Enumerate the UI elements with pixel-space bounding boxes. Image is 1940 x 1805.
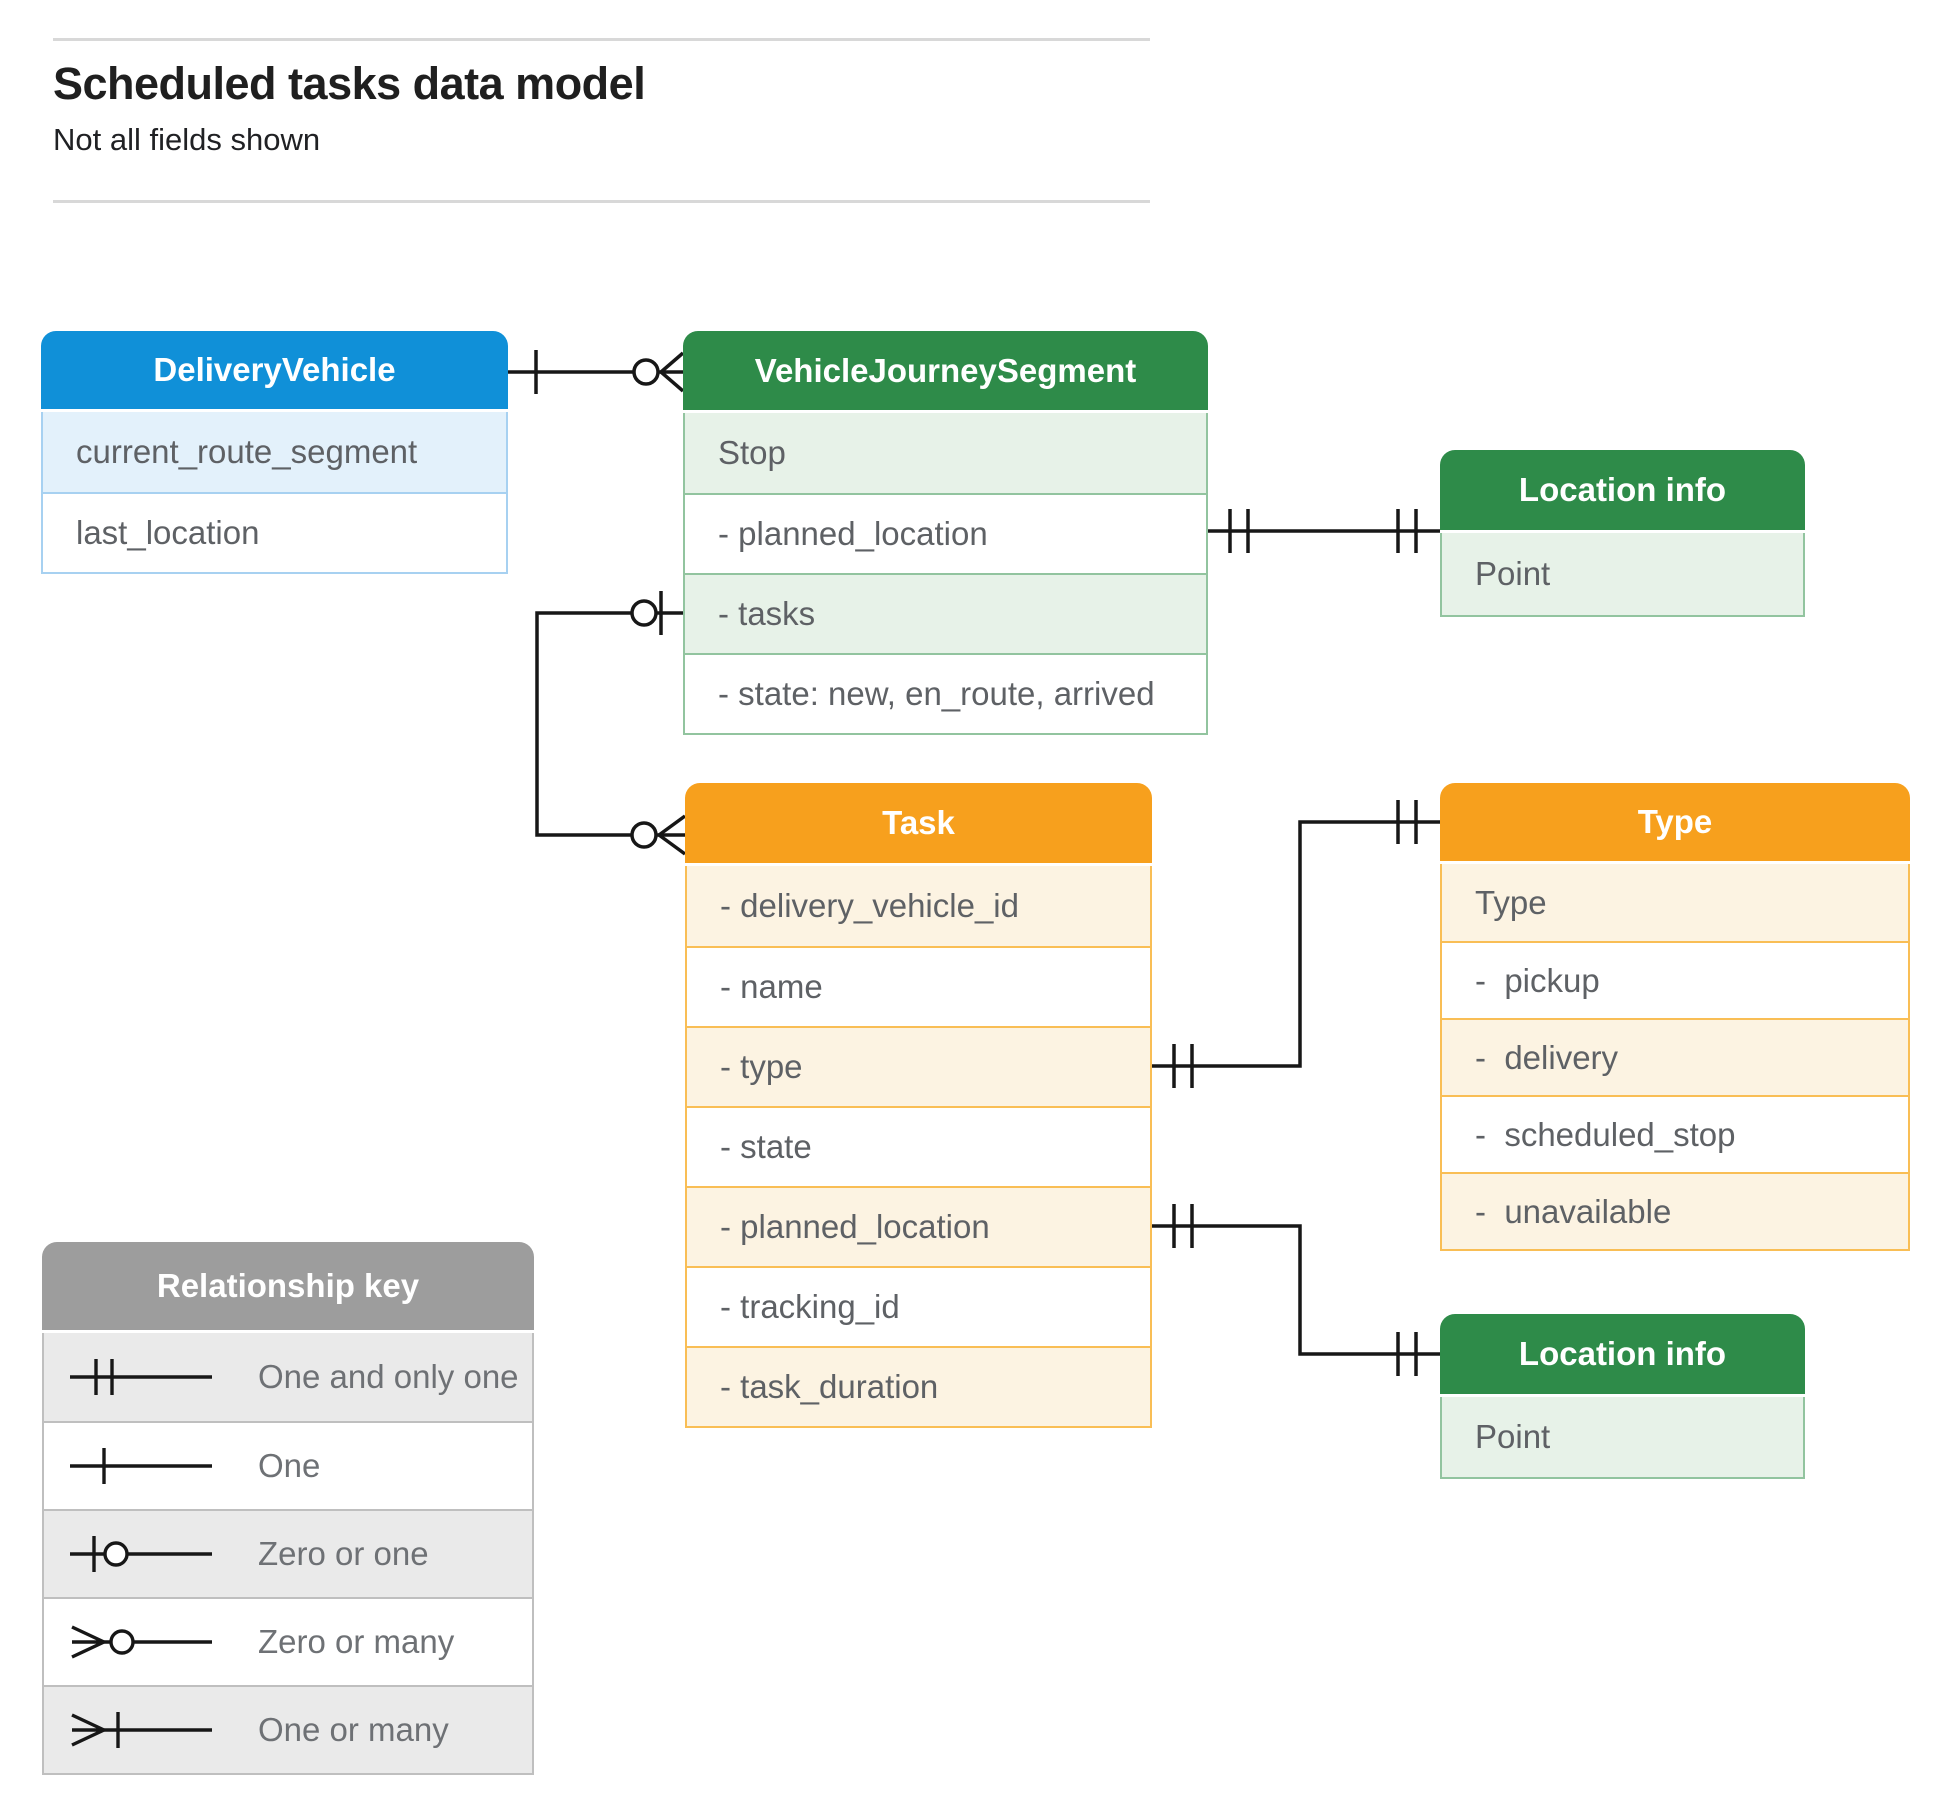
legend-item-label: Zero or one bbox=[258, 1535, 429, 1572]
one-and-only-one-symbol bbox=[70, 1359, 212, 1395]
entity-delivery-vehicle: DeliveryVehicle current_route_segment la… bbox=[41, 331, 508, 574]
connector-task-type-to-type bbox=[1152, 800, 1440, 1088]
entity-title: DeliveryVehicle bbox=[41, 331, 508, 409]
legend-item: Zero or one bbox=[44, 1509, 532, 1597]
connector-task-planned-location-to-location-info bbox=[1152, 1204, 1440, 1376]
relationship-key: Relationship key One and only one One Ze… bbox=[42, 1242, 534, 1775]
zero-or-many-symbol bbox=[71, 1625, 212, 1659]
zero-circle bbox=[632, 823, 656, 847]
field-row-delivery-vehicle-id: - delivery_vehicle_id bbox=[687, 866, 1150, 946]
title-bottom-divider bbox=[53, 200, 1150, 203]
page-title: Scheduled tasks data model bbox=[53, 58, 646, 109]
entity-task: Task - delivery_vehicle_id - name - type… bbox=[685, 783, 1152, 1428]
field-row-point: Point bbox=[1442, 1397, 1803, 1477]
field-row-pickup: - pickup bbox=[1442, 941, 1908, 1018]
relationship-key-title: Relationship key bbox=[42, 1242, 534, 1330]
field-row-name: - name bbox=[687, 946, 1150, 1026]
field-row-state: - state: new, en_route, arrived bbox=[685, 653, 1206, 733]
entity-vehicle-journey-segment: VehicleJourneySegment Stop - planned_loc… bbox=[683, 331, 1208, 735]
entity-location-info-top: Location info Point bbox=[1440, 450, 1805, 617]
legend-item-label: Zero or many bbox=[258, 1623, 455, 1660]
field-row-point: Point bbox=[1442, 533, 1803, 615]
many-crow-foot bbox=[661, 353, 683, 391]
field-row-delivery: - delivery bbox=[1442, 1018, 1908, 1095]
legend-item-label: One bbox=[258, 1447, 321, 1484]
field-row-state: - state bbox=[687, 1106, 1150, 1186]
zero-or-one-symbol bbox=[70, 1536, 212, 1572]
field-row-scheduled-stop: - scheduled_stop bbox=[1442, 1095, 1908, 1172]
field-row-last-location: last_location bbox=[43, 492, 506, 572]
entity-type: Type Type - pickup - delivery - schedule… bbox=[1440, 783, 1910, 1251]
field-row-type: - type bbox=[687, 1026, 1150, 1106]
entity-title: Type bbox=[1440, 783, 1910, 861]
legend-item: One and only one bbox=[44, 1333, 532, 1421]
entity-title: Task bbox=[685, 783, 1152, 863]
connector-vjs-planned-location-to-location-info bbox=[1208, 509, 1440, 553]
top-divider bbox=[53, 38, 1150, 41]
field-row-tasks: - tasks bbox=[685, 573, 1206, 653]
entity-title: VehicleJourneySegment bbox=[683, 331, 1208, 410]
legend-item: One bbox=[44, 1421, 532, 1509]
one-symbol bbox=[70, 1448, 212, 1484]
field-row-current-route-segment: current_route_segment bbox=[43, 412, 506, 492]
entity-title: Location info bbox=[1440, 450, 1805, 530]
field-row-planned-location: - planned_location bbox=[685, 493, 1206, 573]
zero-circle bbox=[634, 360, 658, 384]
legend-item: One or many bbox=[44, 1685, 532, 1773]
zero-circle bbox=[632, 601, 656, 625]
field-row-unavailable: - unavailable bbox=[1442, 1172, 1908, 1249]
connector-deliveryvehicle-to-vehiclejourneysegment bbox=[508, 350, 683, 394]
page-subtitle: Not all fields shown bbox=[53, 122, 321, 157]
field-row-task-duration: - task_duration bbox=[687, 1346, 1150, 1426]
connector-vjs-tasks-to-task bbox=[537, 591, 685, 854]
field-row-planned-location: - planned_location bbox=[687, 1186, 1150, 1266]
field-row-stop: Stop bbox=[685, 413, 1206, 493]
legend-item: Zero or many bbox=[44, 1597, 532, 1685]
one-or-many-symbol bbox=[71, 1712, 212, 1748]
many-crow-foot bbox=[659, 816, 685, 854]
legend-item-label: One or many bbox=[258, 1711, 449, 1748]
legend-item-label: One and only one bbox=[258, 1358, 519, 1395]
entity-title: Location info bbox=[1440, 1314, 1805, 1394]
field-row-type: Type bbox=[1442, 864, 1908, 941]
entity-location-info-bottom: Location info Point bbox=[1440, 1314, 1805, 1479]
field-row-tracking-id: - tracking_id bbox=[687, 1266, 1150, 1346]
